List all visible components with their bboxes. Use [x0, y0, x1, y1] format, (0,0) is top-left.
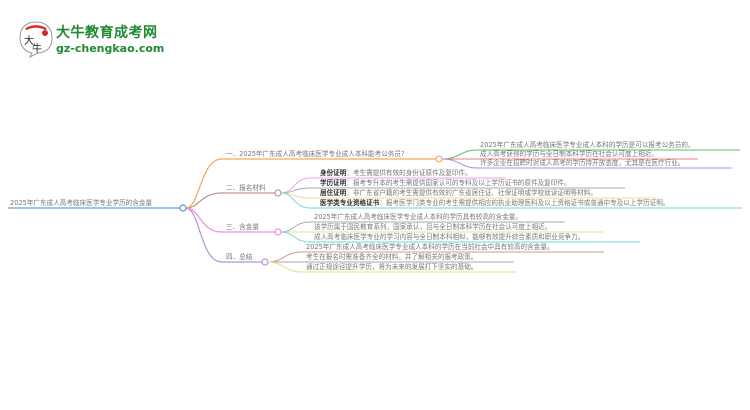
branch-4-node[interactable]: 四、总结	[226, 253, 253, 261]
leaf-text: ：报考医学门类专业的考生需提供相应的执业助理医科及以上资格证书或普通中专及以上学…	[379, 199, 670, 207]
leaf-node[interactable]: 学历证明：报考专升本的考生需提供国家认可的专科及以上学历证书的原件及复印件。	[320, 179, 571, 187]
branch-2-node[interactable]: 二、报名材料	[226, 184, 266, 192]
leaf-node[interactable]: 考生在报名时需准备齐全的材料，并了解相关的报考政策。	[306, 253, 478, 261]
leaf-node[interactable]: 通过正规途径提升学历，将为未来的发展打下坚实的基础。	[306, 263, 478, 271]
leaf-text: ：非广东省户籍的考生需提供有效的广东省居住证、社保证明或学校就读证明等材料。	[346, 189, 597, 197]
leaf-node[interactable]: 医学类专业资格证书：报考医学门类专业的考生需提供相应的执业助理医科及以上资格证书…	[320, 199, 669, 207]
leaf-text: ：报考专升本的考生需提供国家认可的专科及以上学历证书的原件及复印件。	[346, 179, 571, 187]
branch-1-node[interactable]: 一、2025年广东成人高考临床医学专业成人本科能考公务员?	[226, 150, 405, 158]
leaf-node[interactable]: 居住证明：非广东省户籍的考生需提供有效的广东省居住证、社保证明或学校就读证明等材…	[320, 189, 597, 197]
svg-text:大: 大	[24, 34, 34, 47]
logo-title: 大牛教育成考网	[56, 25, 158, 41]
site-logo[interactable]: 大 牛 大牛教育成考网 gz-chengkao.com	[18, 20, 164, 60]
leaf-key: 居住证明	[320, 189, 347, 197]
leaf-node[interactable]: 成人高考获得的学历与全日制本科学历在社会认可度上相近。	[480, 150, 659, 158]
leaf-key: 医学类专业资格证书	[320, 199, 380, 207]
logo-badge-icon: 大 牛	[19, 21, 53, 58]
branch-3-node[interactable]: 三、含金量	[226, 223, 259, 231]
root-node[interactable]: 2025年广东成人高考临床医学专业学历的含金量	[10, 199, 153, 207]
leaf-text: ：考生需提供有效的身份证原件及复印件。	[346, 169, 472, 177]
leaf-node[interactable]: 身份证明：考生需提供有效的身份证原件及复印件。	[320, 169, 472, 177]
leaf-node[interactable]: 该学历属于国民教育系列，国家承认，且与全日制本科学历在社会认可度上相近。	[314, 223, 552, 231]
leaf-key: 学历证明	[320, 179, 347, 187]
leaf-node[interactable]: 2025年广东成人高考临床医学专业成人本科的学历在当前社会中具有较高的含金量。	[306, 243, 554, 251]
leaf-node[interactable]: 许多企业在招聘时对成人高考的学历持开放态度，尤其是在医疗行业。	[480, 159, 685, 167]
leaf-node[interactable]: 2025年广东成人高考临床医学专业成人本科的学历是可以报考公务员的。	[480, 141, 695, 149]
svg-text:牛: 牛	[32, 42, 42, 55]
leaf-node[interactable]: 成人高考临床医学专业的学习内容与全日制本科相似，能够有效提升综合素质和职业竞争力…	[314, 233, 585, 241]
leaf-node[interactable]: 2025年广东成人高考临床医学专业成人本科的学历具有较高的含金量。	[314, 213, 522, 221]
logo-url: gz-chengkao.com	[56, 42, 165, 55]
leaf-key: 身份证明	[320, 169, 347, 177]
